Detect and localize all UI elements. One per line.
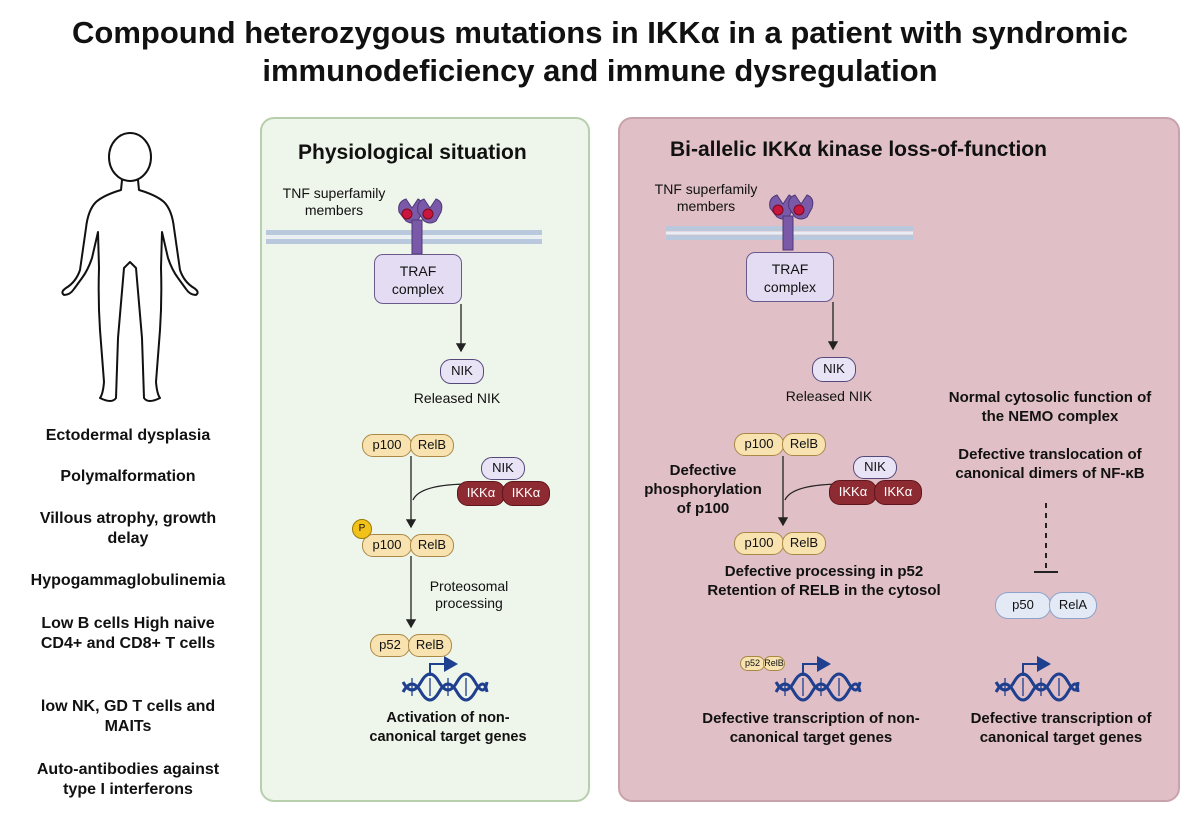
traf-complex: TRAF complex: [374, 254, 462, 304]
right-panel-title: Bi-allelic IKKα kinase loss-of-function: [670, 138, 1047, 161]
symptom-villous-atrophy: Villous atrophy, growth delay: [39, 510, 217, 547]
symptom-hypogammaglobulinemia: Hypogammaglobulinemia: [30, 572, 226, 589]
relb-protein: RelB: [782, 532, 826, 555]
p50-protein: p50: [995, 592, 1051, 619]
symptom-low-b-cells: Low B cells High naive CD4+ and CD8+ T c…: [40, 615, 216, 652]
nik-protein: NIK: [853, 456, 897, 479]
ikka-protein: IKKα: [457, 481, 505, 506]
released-nik-label: Released NIK: [413, 390, 501, 406]
tnf-label: TNF superfamily members: [282, 185, 386, 218]
defective-processing-label: Defective processing in p52 Retention of…: [707, 563, 941, 599]
p52-protein: p52: [740, 656, 765, 671]
defective-noncanonical-label: Defective transcription of non-canonical…: [702, 710, 920, 746]
defective-translocation-label: Defective translocation of canonical dim…: [955, 446, 1145, 482]
relb-protein: RelB: [410, 434, 454, 457]
nik-protein: NIK: [440, 359, 484, 384]
left-panel-title: Physiological situation: [298, 141, 527, 164]
dna-helix-icon: [774, 672, 862, 702]
rela-protein: RelA: [1049, 592, 1097, 619]
figure-title: Compound heterozygous mutations in IKKα …: [72, 15, 1128, 88]
p100-protein: p100: [362, 434, 412, 457]
symptom-low-nk: low NK, GD T cells and MAITs: [40, 698, 216, 735]
relb-protein: RelB: [410, 534, 454, 557]
p100-protein: p100: [734, 532, 784, 555]
dna-helix-icon: [401, 672, 489, 702]
relb-protein: RelB: [782, 433, 826, 456]
nik-protein: NIK: [812, 357, 856, 382]
traf-complex: TRAF complex: [746, 252, 834, 302]
loss-of-function-panel: [618, 117, 1180, 802]
defective-canonical-label: Defective transcription of canonical tar…: [970, 710, 1152, 746]
symptom-polymalformation: Polymalformation: [60, 468, 196, 485]
dna-helix-icon: [994, 672, 1080, 702]
symptom-autoantibodies: Auto-antibodies against type I interfero…: [36, 761, 220, 798]
p100-protein: p100: [362, 534, 412, 557]
human-figure-icon: [61, 132, 199, 402]
defective-phosphorylation-label: Defective phosphorylation of p100: [644, 462, 762, 517]
tnf-receptor-icon: [769, 194, 814, 251]
symptom-ectodermal: Ectodermal dysplasia: [45, 427, 211, 444]
tnf-receptor-icon: [398, 198, 443, 255]
activation-label: Activation of non-canonical target genes: [369, 710, 527, 745]
normal-nemo-label: Normal cytosolic function of the NEMO co…: [948, 389, 1152, 425]
proteosomal-processing-label: Proteosomal processing: [429, 578, 509, 611]
p52-protein: p52: [370, 634, 410, 657]
ikka-protein: IKKα: [874, 480, 922, 505]
relb-protein: RelB: [408, 634, 452, 657]
nik-protein: NIK: [481, 457, 525, 480]
phosphate-icon: P: [352, 519, 372, 539]
tnf-label: TNF superfamily members: [654, 181, 758, 214]
ikka-protein: IKKα: [502, 481, 550, 506]
p100-protein: p100: [734, 433, 784, 456]
relb-protein: RelB: [763, 656, 785, 671]
ikka-protein: IKKα: [829, 480, 877, 505]
released-nik-label: Released NIK: [785, 388, 873, 404]
